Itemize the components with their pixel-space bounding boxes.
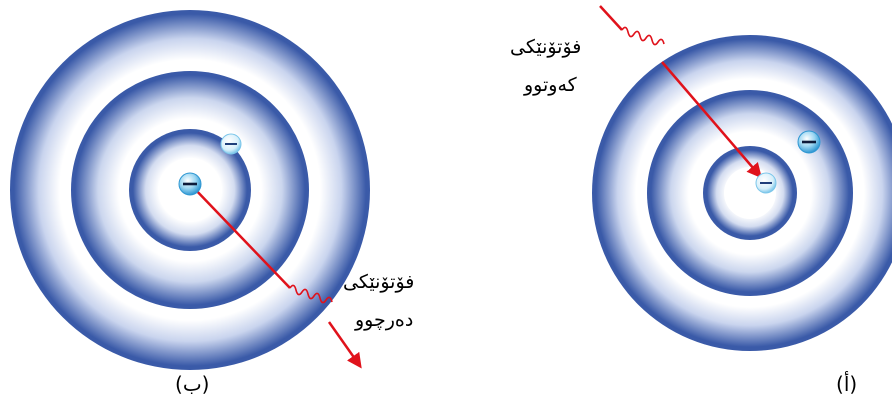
emitted-photon-label-line2: دەرچوو [355, 311, 413, 330]
electron-left-inner-orbit [179, 173, 201, 195]
absorbed-photon-label-line2: کەوتوو [524, 76, 577, 95]
atom-right [592, 35, 892, 351]
photon-wave-right [622, 27, 664, 44]
absorbed-photon-label-line1: فۆتۆنێکی [510, 38, 581, 57]
emitted-photon-label-line1: فۆتۆنێکی [343, 273, 414, 292]
panel-label-left: (ب) [175, 374, 209, 394]
electron-right-inner-orbit [756, 173, 776, 193]
electron-left-middle-orbit [221, 134, 241, 154]
panel-label-right: (أ) [836, 374, 857, 394]
electron-right-middle-orbit [798, 131, 820, 153]
